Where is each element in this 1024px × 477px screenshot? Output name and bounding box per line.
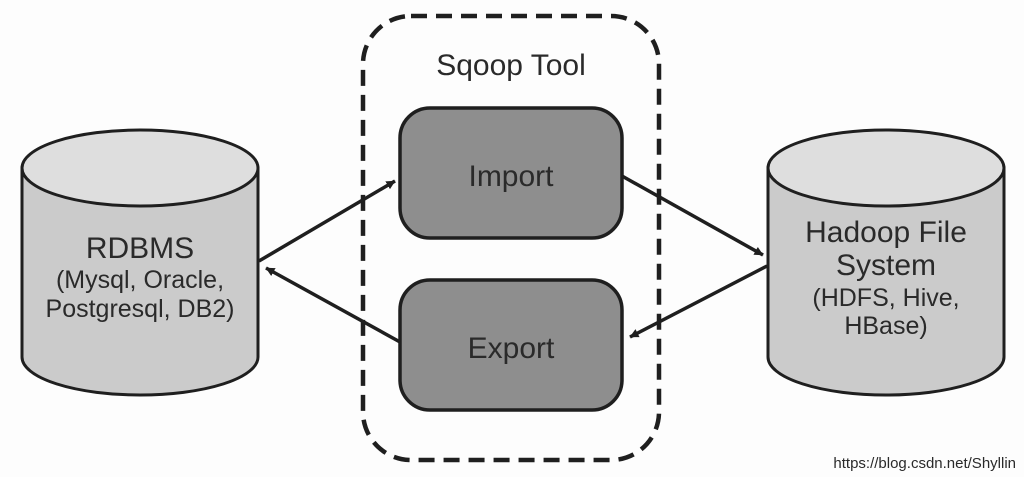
import-box: Import xyxy=(398,106,624,240)
sqoop-tool-title: Sqoop Tool xyxy=(436,49,586,82)
export-box-shape xyxy=(398,278,624,412)
arrow-rdbms-to-import xyxy=(258,179,396,263)
hadoop-title-line1: Hadoop File xyxy=(805,216,967,249)
watermark-text: https://blog.csdn.net/Shyllin xyxy=(833,455,1016,472)
rdbms-cylinder: RDBMS (Mysql, Oracle, Postgresql, DB2) xyxy=(20,128,260,397)
rdbms-cylinder-body xyxy=(20,166,260,397)
export-box-label: Export xyxy=(468,332,555,365)
rdbms-subtitle-line2: Postgresql, DB2) xyxy=(46,295,235,323)
export-box: Export xyxy=(398,278,624,412)
hadoop-cylinder: Hadoop File System (HDFS, Hive, HBase) xyxy=(766,128,1006,397)
hadoop-cylinder-body xyxy=(766,166,1006,397)
sqoop-tool-container xyxy=(360,13,662,463)
arrow-hadoop-to-export xyxy=(629,264,768,339)
arrow-import-to-hadoop xyxy=(621,174,764,257)
hadoop-cylinder-top xyxy=(766,128,1006,208)
arrow-export-to-rdbms xyxy=(265,266,401,344)
hadoop-title-line2: System xyxy=(836,249,936,282)
rdbms-title: RDBMS xyxy=(86,232,194,265)
import-box-label: Import xyxy=(468,160,554,193)
hadoop-subtitle-line2: HBase) xyxy=(844,312,927,340)
rdbms-subtitle-line1: (Mysql, Oracle, xyxy=(56,266,224,294)
import-box-shape xyxy=(398,106,624,240)
rdbms-cylinder-top xyxy=(20,128,260,208)
hadoop-subtitle-line1: (HDFS, Hive, xyxy=(812,284,959,312)
